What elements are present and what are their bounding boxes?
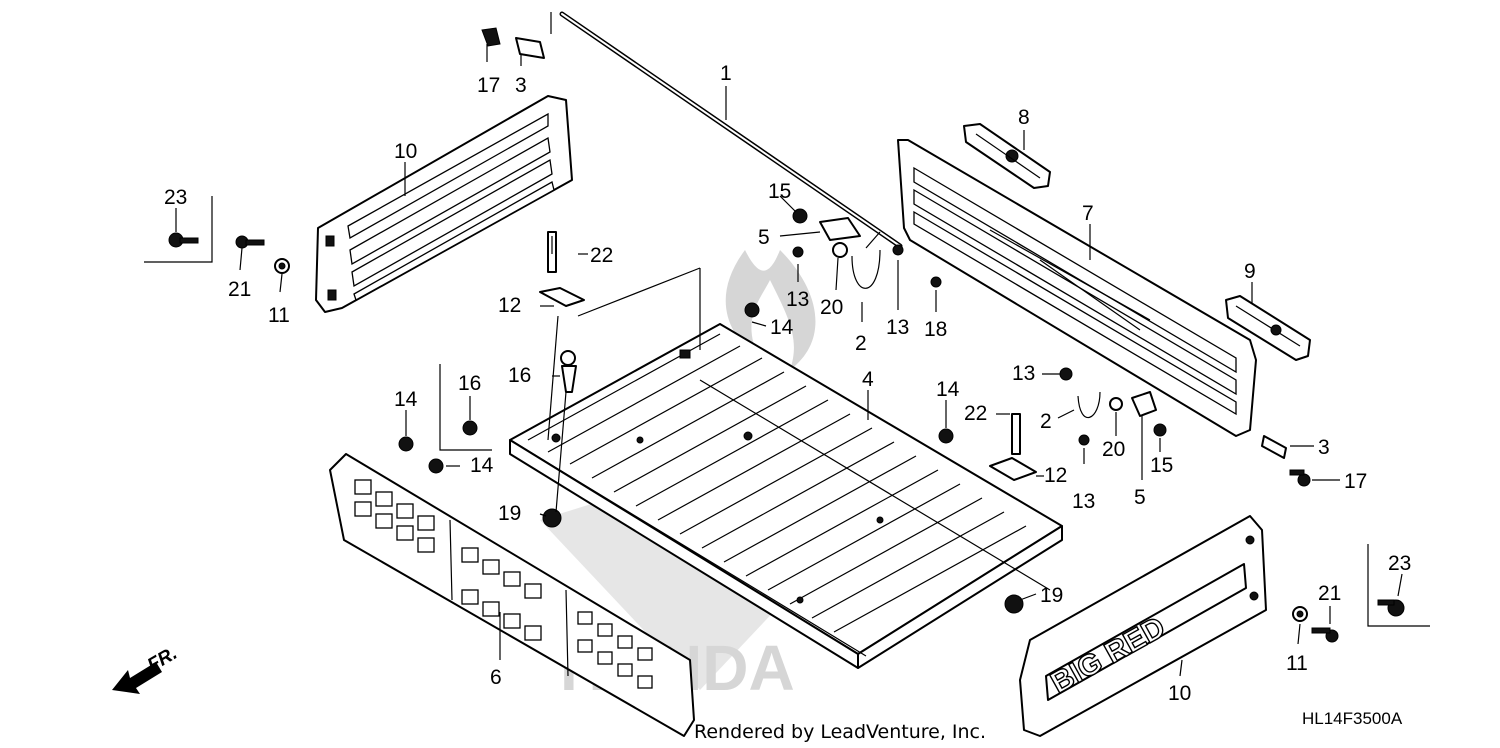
part-front-panel (329, 453, 695, 737)
callout-16-left: 16 (508, 364, 531, 387)
callout-13-d: 13 (1072, 490, 1095, 513)
part-right-side-panel: BIG RED (1019, 515, 1267, 737)
callout-10: 10 (394, 140, 417, 163)
callout-1: 1 (720, 62, 732, 85)
callout-14: 14 (770, 316, 794, 339)
callout-11-b: 11 (1286, 652, 1308, 675)
part-bed-floor (509, 323, 1063, 669)
callout-19-b: 19 (1040, 584, 1063, 607)
callout-22: 22 (590, 244, 613, 267)
callout-23-b: 23 (1388, 552, 1411, 575)
credit-text: Rendered by LeadVenture, Inc. (694, 721, 986, 743)
callout-3: 3 (515, 74, 527, 97)
callout-11: 11 (268, 304, 290, 327)
callout-17: 17 (477, 74, 500, 97)
callout-3-b: 3 (1318, 436, 1330, 459)
part-tailgate-panel (897, 139, 1257, 437)
callout-19: 19 (498, 502, 521, 525)
callout-9: 9 (1244, 260, 1256, 283)
callout-20: 20 (820, 296, 843, 319)
callout-13-b: 13 (886, 316, 909, 339)
callout-5-b: 5 (1134, 486, 1146, 509)
callout-20-b: 20 (1102, 438, 1125, 461)
callout-14-d: 14 (936, 378, 960, 401)
part-upper-latch (963, 123, 1051, 189)
front-direction-arrow: FR. (112, 643, 181, 694)
callout-10-b: 10 (1168, 682, 1191, 705)
callout-7: 7 (1082, 202, 1094, 225)
callout-13: 13 (786, 288, 809, 311)
callout-18: 18 (924, 318, 947, 341)
callout-22-b: 22 (964, 402, 987, 425)
diagram-code: HL14F3500A (1302, 709, 1403, 728)
callout-17-b: 17 (1344, 470, 1367, 493)
callout-15: 15 (768, 180, 791, 203)
part-left-side-panel (315, 95, 573, 313)
callout-labels: 17 3 1 10 23 21 11 22 12 14 16 14 16 14 … (164, 62, 1411, 705)
callout-21-b: 21 (1318, 582, 1341, 605)
part-side-latch (1225, 295, 1311, 361)
callout-8: 8 (1018, 106, 1030, 129)
callout-2-b: 2 (1040, 410, 1052, 433)
callout-12-b: 12 (1044, 464, 1067, 487)
callout-16: 16 (458, 372, 481, 395)
leader-lines (144, 44, 1430, 677)
fastener-bolts (168, 27, 1405, 643)
callout-12: 12 (498, 294, 521, 317)
callout-15-b: 15 (1150, 454, 1173, 477)
callout-6: 6 (490, 666, 502, 689)
callout-4: 4 (862, 368, 874, 391)
callout-23: 23 (164, 186, 187, 209)
callout-14-b: 14 (394, 388, 418, 411)
callout-5: 5 (758, 226, 770, 249)
part-rod (559, 11, 903, 249)
callout-14-c: 14 (470, 454, 494, 477)
callout-21: 21 (228, 278, 251, 301)
callout-2: 2 (855, 332, 867, 355)
callout-13-c: 13 (1012, 362, 1035, 385)
